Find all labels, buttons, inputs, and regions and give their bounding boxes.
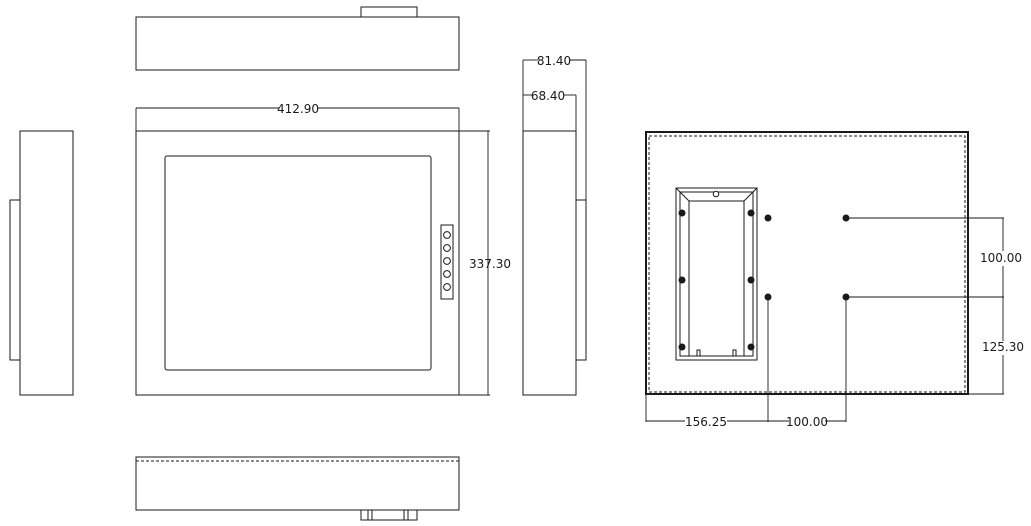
width-dimension-label: 412.90 [277, 102, 319, 116]
bracket-screw [678, 209, 686, 217]
control-button-1 [443, 231, 451, 239]
depth-total-label: 81.40 [537, 54, 571, 68]
hole-to-bottom-label: 125.30 [982, 340, 1024, 354]
vesa-hole-top-left [764, 214, 772, 222]
hole-horizontal-spacing-label: 100.00 [786, 415, 828, 429]
bracket-screw [678, 343, 686, 351]
control-button-3 [443, 257, 451, 265]
width-dimension: 412.90 [135, 102, 460, 131]
bottom-view [135, 456, 460, 521]
depth-body-label: 68.40 [531, 89, 565, 103]
bracket-screw [747, 343, 755, 351]
mounting-bracket [675, 187, 758, 361]
button-panel [440, 224, 454, 300]
control-button-4 [443, 270, 451, 278]
rear-view [645, 131, 969, 395]
bracket-hole-top [712, 190, 720, 198]
front-view [135, 130, 460, 396]
height-dimension: 337.30 [459, 130, 511, 396]
bracket-screw [747, 276, 755, 284]
hole-vertical-spacing-label: 100.00 [980, 251, 1022, 265]
right-side-view: 81.40 68.40 [522, 54, 587, 396]
height-dimension-label: 337.30 [469, 257, 511, 271]
hole-from-left-label: 156.25 [685, 415, 727, 429]
bracket-screw [747, 209, 755, 217]
rear-vertical-dimensions: 100.00 125.30 [846, 217, 1024, 395]
rear-horizontal-dimensions: 156.25 100.00 [645, 297, 847, 429]
control-button-2 [443, 244, 451, 252]
control-button-5 [443, 283, 451, 291]
top-view [135, 6, 460, 71]
left-side-view [9, 130, 74, 396]
bracket-screw [678, 276, 686, 284]
screen-area [164, 155, 432, 371]
